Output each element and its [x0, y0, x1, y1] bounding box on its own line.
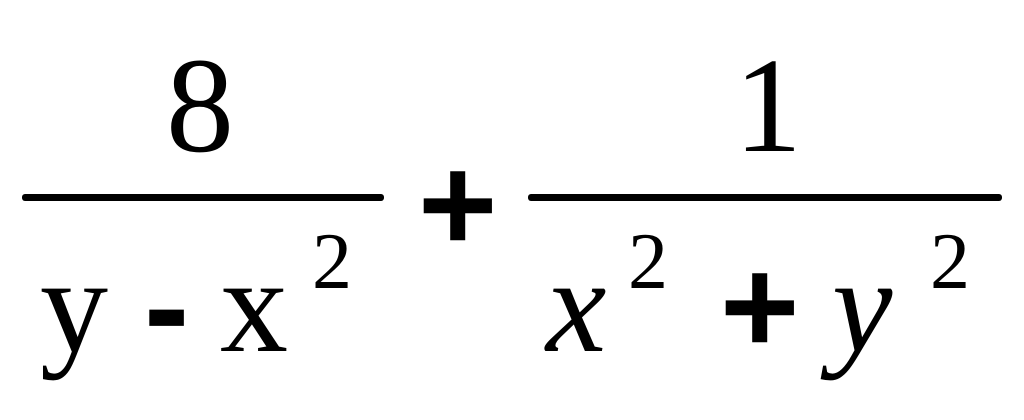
fraction2-denominator-x: x — [546, 231, 607, 381]
fraction1-denominator-y: y — [40, 231, 108, 381]
plus-operator: + — [418, 128, 498, 280]
fraction2-numerator: 1 — [734, 31, 802, 181]
fraction1-numerator: 8 — [166, 31, 234, 181]
fraction2-denominator-y-exponent: 2 — [930, 218, 970, 306]
fraction2-denominator-x-exponent: 2 — [628, 218, 668, 306]
fraction1-denominator-x: x — [220, 231, 288, 381]
fraction1-denominator-minus: - — [144, 230, 190, 382]
fraction2-denominator-y: y — [832, 231, 893, 381]
fraction1-bar — [22, 194, 384, 201]
fraction2-bar — [528, 194, 1002, 201]
fraction1-denominator-exponent: 2 — [312, 218, 352, 306]
fraction2-denominator-plus: + — [720, 230, 800, 382]
